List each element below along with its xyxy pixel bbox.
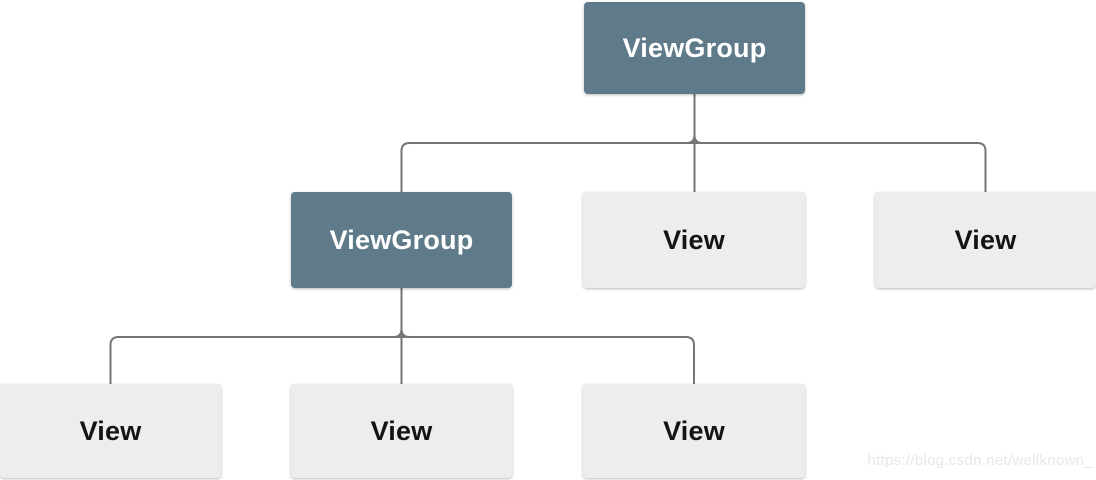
- node-label: View: [663, 224, 725, 255]
- node-viewgroup-child: ViewGroup: [291, 192, 512, 288]
- node-label: View: [79, 415, 142, 446]
- node-view-level3-right: View: [583, 384, 805, 478]
- node-label: ViewGroup: [622, 32, 767, 63]
- node-label: ViewGroup: [329, 224, 474, 255]
- node-view-level3-left: View: [0, 384, 221, 478]
- node-label: View: [663, 415, 725, 446]
- node-viewgroup-root: ViewGroup: [584, 2, 805, 94]
- connector-root-fillet-right: [693, 134, 703, 144]
- watermark-url: https://blog.csdn.net/wellknown_: [867, 452, 1093, 469]
- node-label: View: [370, 415, 433, 446]
- connector-root-fillet-left: [686, 134, 696, 144]
- connector-l2-fillet-right: [400, 328, 410, 338]
- connector-l2-fillet-left: [393, 328, 403, 338]
- node-label: View: [954, 224, 1017, 255]
- node-view-level2-right: View: [875, 192, 1096, 288]
- connector-l2-span: [109, 336, 695, 384]
- node-view-level2-middle: View: [583, 192, 805, 288]
- node-view-level3-middle: View: [291, 384, 512, 478]
- connector-root-span: [400, 142, 987, 192]
